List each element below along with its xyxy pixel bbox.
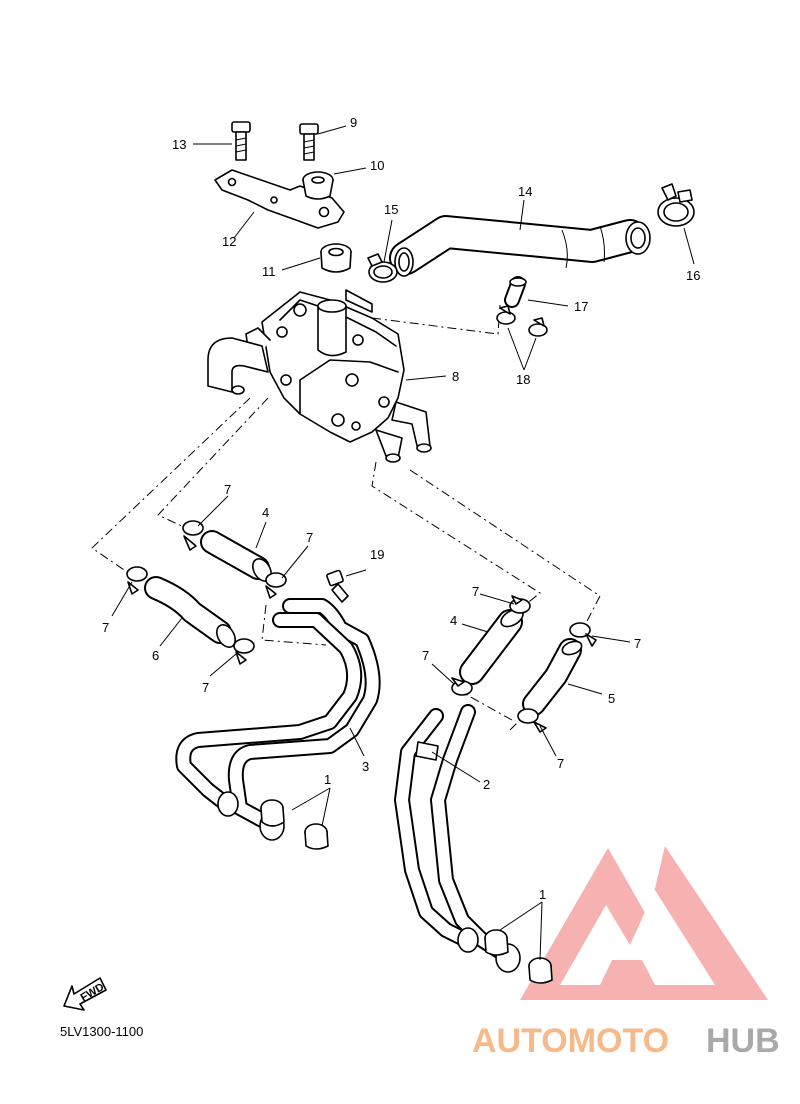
hose-4-right xyxy=(459,608,524,685)
callout-14: 14 xyxy=(518,184,532,199)
watermark-word-orange: AUTOMOTO xyxy=(472,1022,669,1060)
hose-4-left xyxy=(200,530,272,582)
callout-2: 2 xyxy=(483,777,490,792)
caps-1-right xyxy=(484,929,553,984)
clamp-15 xyxy=(367,253,398,283)
callout-1-left: 1 xyxy=(324,772,331,787)
air-pipe-3 xyxy=(175,598,381,841)
clamps-7-left xyxy=(126,520,287,665)
callout-7-f: 7 xyxy=(422,648,429,663)
watermark-text: AUTOMOTO HUB xyxy=(472,1022,780,1060)
clamps-7-right xyxy=(451,595,597,733)
callout-7-e: 7 xyxy=(472,584,479,599)
callout-13: 13 xyxy=(172,137,186,152)
callout-11: 11 xyxy=(262,264,276,279)
bolt-13 xyxy=(231,121,251,133)
callout-8: 8 xyxy=(452,369,459,384)
hose-6 xyxy=(144,576,236,648)
clamps-18 xyxy=(496,305,548,337)
fwd-arrow-icon: FWD xyxy=(63,977,107,1011)
callout-7-a: 7 xyxy=(224,482,231,497)
bolt-9 xyxy=(299,123,319,135)
leader-lines xyxy=(111,125,695,961)
callout-7-b: 7 xyxy=(306,530,313,545)
callout-4-left: 4 xyxy=(262,505,269,520)
callout-15: 15 xyxy=(384,202,398,217)
callout-3: 3 xyxy=(362,759,369,774)
clamp-16 xyxy=(657,183,695,227)
hose-17 xyxy=(504,276,527,308)
callout-1-right: 1 xyxy=(539,887,546,902)
bolt-19 xyxy=(326,569,349,603)
callout-10: 10 xyxy=(370,158,384,173)
watermark-logo xyxy=(520,846,768,1000)
air-cut-valve-8 xyxy=(207,289,432,463)
callout-7-g: 7 xyxy=(634,636,641,651)
callout-7-c: 7 xyxy=(102,620,109,635)
bracket-12 xyxy=(214,169,345,229)
fwd-label: FWD xyxy=(79,981,107,1004)
part-code: 5LV1300-1100 xyxy=(60,1024,143,1039)
hose-14 xyxy=(389,215,651,277)
callouts: 1 1 2 3 4 4 5 6 7 7 7 7 7 7 7 7 8 9 10 1… xyxy=(102,115,700,902)
callout-5: 5 xyxy=(608,691,615,706)
callout-19: 19 xyxy=(370,547,384,562)
callout-16: 16 xyxy=(686,268,700,283)
hose-5 xyxy=(522,638,583,716)
callout-6: 6 xyxy=(152,648,159,663)
callout-17: 17 xyxy=(574,299,588,314)
callout-9: 9 xyxy=(350,115,357,130)
callout-7-d: 7 xyxy=(202,680,209,695)
callout-4-right: 4 xyxy=(450,613,457,628)
callout-12: 12 xyxy=(222,234,236,249)
air-pipe-2 xyxy=(394,704,521,973)
watermark-word-gray: HUB xyxy=(706,1022,780,1060)
bracket-assembly xyxy=(214,121,352,273)
caps-1-left xyxy=(260,799,329,850)
callout-18: 18 xyxy=(516,372,530,387)
callout-7-h: 7 xyxy=(557,756,564,771)
